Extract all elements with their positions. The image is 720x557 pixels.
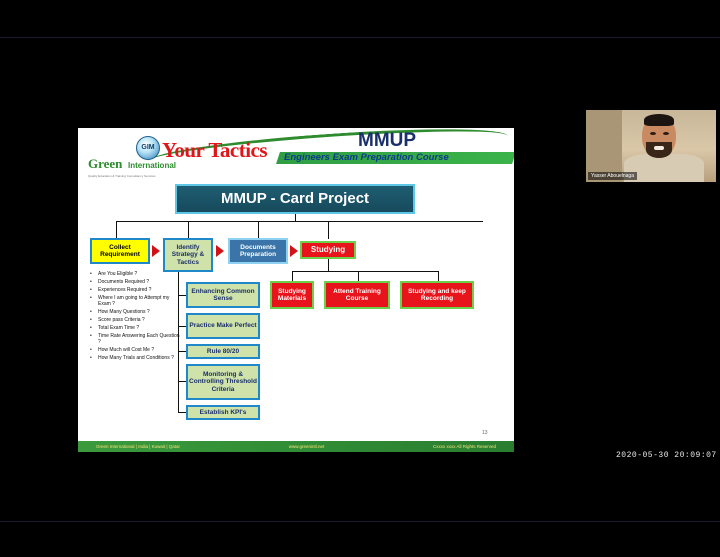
- tactic-rule-80-20: Rule 80/20: [186, 344, 260, 359]
- connector-line: [328, 259, 329, 271]
- arrow-right-icon: [290, 245, 298, 257]
- participant-mouth: [654, 146, 664, 150]
- footer-center-text: www.greenintl.net: [288, 444, 325, 449]
- mmup-heading: MMUP: [358, 130, 417, 151]
- connector-line: [178, 412, 186, 413]
- connector-line: [116, 221, 117, 239]
- participant-shirt: [624, 154, 704, 182]
- connector-line: [438, 271, 439, 281]
- arrow-right-icon: [216, 245, 224, 257]
- shared-slide: GIM Green International Quality Educatio…: [78, 128, 514, 452]
- participant-eye: [663, 132, 669, 135]
- collect-requirement-box: Collect Requirement: [90, 238, 150, 264]
- frame-top-line: [0, 37, 720, 38]
- participant-name-label: Yasser Abouelnaga: [588, 172, 637, 180]
- studying-box: Studying: [300, 241, 356, 259]
- tactic-monitoring-controlling: Monitoring & Controlling Threshold Crite…: [186, 364, 260, 400]
- connector-line: [116, 221, 483, 222]
- attend-training-course-box: Attend Training Course: [324, 281, 390, 309]
- frame-bottom-line: [0, 521, 720, 522]
- list-item: Documents Required ?: [90, 279, 180, 285]
- participant-beard: [646, 142, 672, 158]
- connector-line: [292, 271, 438, 272]
- connector-line: [358, 271, 359, 281]
- footer-right-text: Cxxxx xxxx All Rights Reserved: [432, 444, 496, 449]
- list-item: Where I am going to Attempt my Exam ?: [90, 295, 180, 307]
- requirement-questions-list: Are You Eligible ? Documents Required ? …: [90, 271, 180, 363]
- connector-line: [178, 326, 186, 327]
- recording-timestamp: 2020-05-30 20:09:07: [616, 451, 717, 460]
- webcam-tile[interactable]: Yasser Abouelnaga: [586, 110, 716, 182]
- slide-footer: Green International | India | Kuwait | Q…: [78, 441, 514, 452]
- list-item: Experiences Required ?: [90, 287, 180, 293]
- list-item: Time Rate Answering Each Question ?: [90, 333, 180, 345]
- brand-green-text: Green: [88, 156, 123, 171]
- webcam-background: [586, 110, 622, 182]
- list-item: Score pass Criteria ?: [90, 317, 180, 323]
- slide-page-number: 13: [482, 430, 488, 436]
- participant-eye: [650, 132, 656, 135]
- brand-tagline: Quality Education & Training Consultancy…: [88, 174, 156, 178]
- studying-keep-recording-box: Studying and keep Recording: [400, 281, 474, 309]
- tactic-enhancing-common-sense: Enhancing Common Sense: [186, 282, 260, 308]
- documents-preparation-box: Documents Preparation: [228, 238, 288, 264]
- tactic-establish-kpis: Establish KPI's: [186, 405, 260, 420]
- list-item: How Many Trials and Conditions ?: [90, 355, 180, 361]
- connector-line: [295, 214, 296, 222]
- connector-line: [178, 295, 186, 296]
- connector-line: [292, 271, 293, 281]
- list-item: Are You Eligible ?: [90, 271, 180, 277]
- connector-line: [178, 351, 186, 352]
- identify-strategy-box: Identify Strategy & Tactics: [163, 238, 213, 272]
- list-item: Total Exam Time ?: [90, 325, 180, 331]
- card-project-title: MMUP - Card Project: [175, 184, 415, 214]
- your-tactics-heading: Your Tactics: [162, 138, 268, 162]
- slide-header: GIM Green International Quality Educatio…: [78, 128, 514, 178]
- connector-line: [188, 221, 189, 239]
- studying-materials-box: Studying Materials: [270, 281, 314, 309]
- connector-line: [178, 381, 186, 382]
- course-subtitle: Engineers Exam Preparation Course: [284, 152, 449, 163]
- connector-line: [328, 221, 329, 239]
- list-item: How Many Questions ?: [90, 309, 180, 315]
- connector-line: [178, 272, 179, 413]
- list-item: How Much will Cost Me ?: [90, 347, 180, 353]
- brand-international-text: International: [128, 161, 177, 170]
- participant-hair: [644, 114, 674, 126]
- gim-logo-icon: GIM: [136, 136, 160, 160]
- arrow-right-icon: [152, 245, 160, 257]
- tactic-practice-make-perfect: Practice Make Perfect: [186, 313, 260, 339]
- connector-line: [258, 221, 259, 239]
- footer-left-text: Green International | India | Kuwait | Q…: [96, 444, 181, 449]
